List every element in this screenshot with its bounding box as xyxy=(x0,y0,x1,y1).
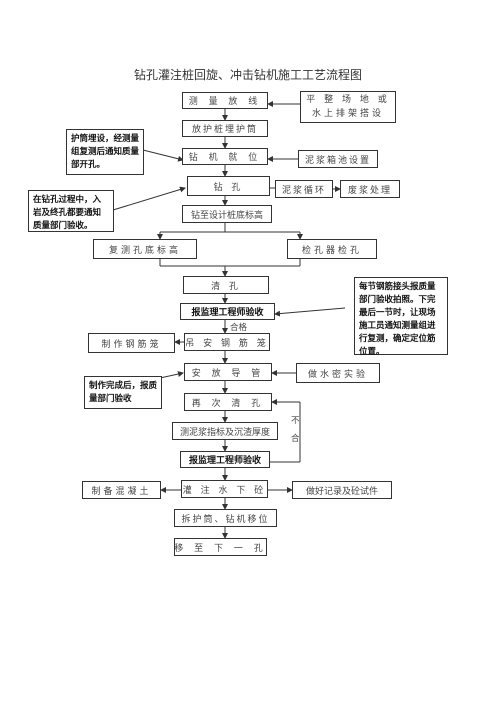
pass-label: 合格 xyxy=(230,323,248,333)
step-hole-detector: 检孔器检孔 xyxy=(287,239,377,259)
step-level-site: 平 整 场 地 或水上排架搭设 xyxy=(300,91,396,123)
fail-label: 不合 xyxy=(291,416,300,444)
step-recheck-bottom: 复测孔底标高 xyxy=(93,239,197,259)
step-slurry-circulation: 泥浆循环 xyxy=(275,180,333,198)
step-clean-hole: 清 孔 xyxy=(183,276,269,294)
step-drill: 钻 孔 xyxy=(187,176,270,196)
step-prepare-concrete: 制备混凝土 xyxy=(82,481,161,499)
step-place-tremie: 安 放 导 管 xyxy=(184,363,272,381)
step-next-hole: 移 至 下 一 孔 xyxy=(174,538,267,556)
step-waste-slurry: 废浆处理 xyxy=(340,180,400,198)
step-make-cage: 制作钢筋笼 xyxy=(88,333,175,353)
note-casing: 护筒埋设，经测量组复测后通知质量部开孔。 xyxy=(66,129,144,175)
step-install-cage: 吊 安 钢 筋 笼 xyxy=(184,333,270,351)
step-drill-to-depth: 钻至设计桩底标高 xyxy=(182,205,272,223)
note-drilling: 在钻孔过程中，入岩及终孔都要通知质量部门验收。 xyxy=(28,190,114,232)
diagram-title: 钻孔灌注桩回旋、冲击钻机施工工艺流程图 xyxy=(133,68,362,82)
step-remove-casing: 拆护筒、钻机移位 xyxy=(174,509,277,527)
step-watertight-test: 做水密实验 xyxy=(296,363,380,383)
note-cage-made: 制作完成后，报质量部门验收 xyxy=(84,376,162,409)
note-cage-joint: 每节钢筋接头报质量部门验收拍照。下完最后一节时，让现场施工员通知测量组进行复测，… xyxy=(354,277,448,357)
step-slurry-pool: 泥浆箱池设置 xyxy=(298,150,378,168)
step-reclean: 再 次 清 孔 xyxy=(184,393,272,411)
step-supervisor-inspection-1: 报监理工程师验收 xyxy=(180,303,275,320)
step-rig-position: 钻 机 就 位 xyxy=(182,148,268,165)
step-supervisor-inspection-2: 报监理工程师验收 xyxy=(180,451,270,468)
step-casing: 放护桩埋护筒 xyxy=(182,120,268,137)
step-record-samples: 做好记录及砼试件 xyxy=(292,481,392,499)
step-slurry-test: 测泥浆指标及沉渣厚度 xyxy=(172,422,278,440)
step-measure: 测 量 放 线 xyxy=(182,92,268,109)
step-pour-concrete: 灌 注 水 下 砼 xyxy=(181,480,268,498)
